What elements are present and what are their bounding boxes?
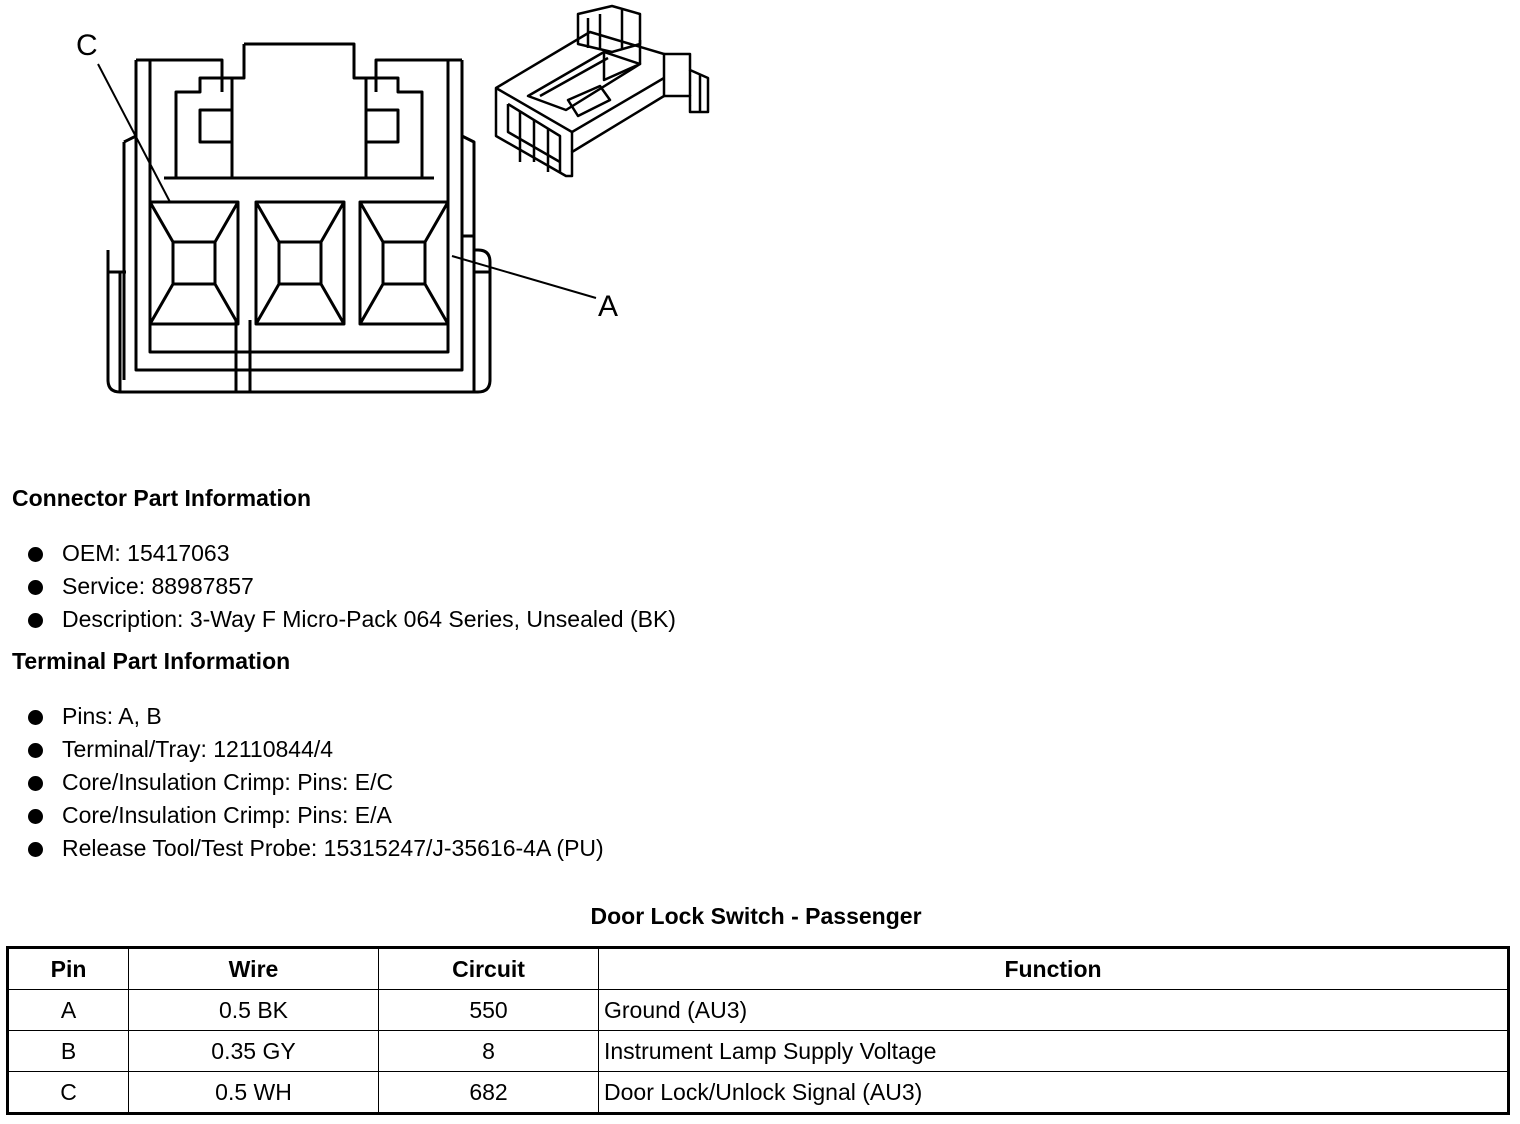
cell-function: Door Lock/Unlock Signal (AU3): [598, 1071, 1509, 1114]
table-row: A 0.5 BK 550 Ground (AU3): [7, 989, 1509, 1031]
cavity-c: [148, 200, 240, 326]
callout-c-label: C: [76, 29, 98, 62]
connector-part-info-list: OEM: 15417063 Service: 88987857 Descript…: [28, 538, 676, 637]
header-function: Function: [598, 947, 1509, 990]
pin-table: Pin Wire Circuit Function A 0.5 BK 550 G…: [6, 946, 1510, 1115]
cavity-b: [254, 200, 346, 326]
table-row: C 0.5 WH 682 Door Lock/Unlock Signal (AU…: [7, 1071, 1509, 1114]
list-item: Release Tool/Test Probe: 15315247/J-3561…: [28, 833, 604, 866]
connector-diagram: C A: [76, 4, 710, 394]
cell-pin: C: [7, 1071, 129, 1114]
terminal-part-info-list: Pins: A, B Terminal/Tray: 12110844/4 Cor…: [28, 701, 604, 866]
cell-circuit: 550: [378, 989, 599, 1031]
connector-part-info-title: Connector Part Information: [12, 485, 312, 511]
terminal-part-info-title: Terminal Part Information: [12, 648, 291, 674]
latch-tab: [222, 42, 376, 80]
table-row: B 0.35 GY 8 Instrument Lamp Supply Volta…: [7, 1030, 1509, 1072]
list-item: Service: 88987857: [28, 571, 676, 604]
list-item: Terminal/Tray: 12110844/4: [28, 734, 604, 767]
connector-body: [122, 134, 476, 380]
cell-function: Ground (AU3): [598, 989, 1509, 1031]
cell-wire: 0.5 WH: [128, 1071, 379, 1114]
header-circuit: Circuit: [378, 947, 599, 990]
table-header-row: Pin Wire Circuit Function: [7, 947, 1509, 990]
list-item: Core/Insulation Crimp: Pins: E/C: [28, 767, 604, 800]
list-item: OEM: 15417063: [28, 538, 676, 571]
list-item: Pins: A, B: [28, 701, 604, 734]
latch-frame: [136, 58, 224, 178]
connector-iso-view: [494, 4, 710, 178]
cell-circuit: 682: [378, 1071, 599, 1114]
connector-base-shell: [106, 234, 492, 394]
callout-a-leader: [451, 255, 597, 299]
callout-c-leader: [97, 63, 171, 203]
list-item: Description: 3-Way F Micro-Pack 064 Seri…: [28, 604, 676, 637]
header-wire: Wire: [128, 947, 379, 990]
callout-a-label: A: [598, 290, 618, 323]
cell-wire: 0.35 GY: [128, 1030, 379, 1072]
header-pin: Pin: [7, 947, 129, 990]
cell-pin: A: [7, 989, 129, 1031]
list-item: Core/Insulation Crimp: Pins: E/A: [28, 800, 604, 833]
cavity-a: [358, 200, 450, 326]
cell-pin: B: [7, 1030, 129, 1072]
table-caption: Door Lock Switch - Passenger: [590, 903, 922, 929]
cell-circuit: 8: [378, 1030, 599, 1072]
cell-function: Instrument Lamp Supply Voltage: [598, 1030, 1509, 1072]
cell-wire: 0.5 BK: [128, 989, 379, 1031]
